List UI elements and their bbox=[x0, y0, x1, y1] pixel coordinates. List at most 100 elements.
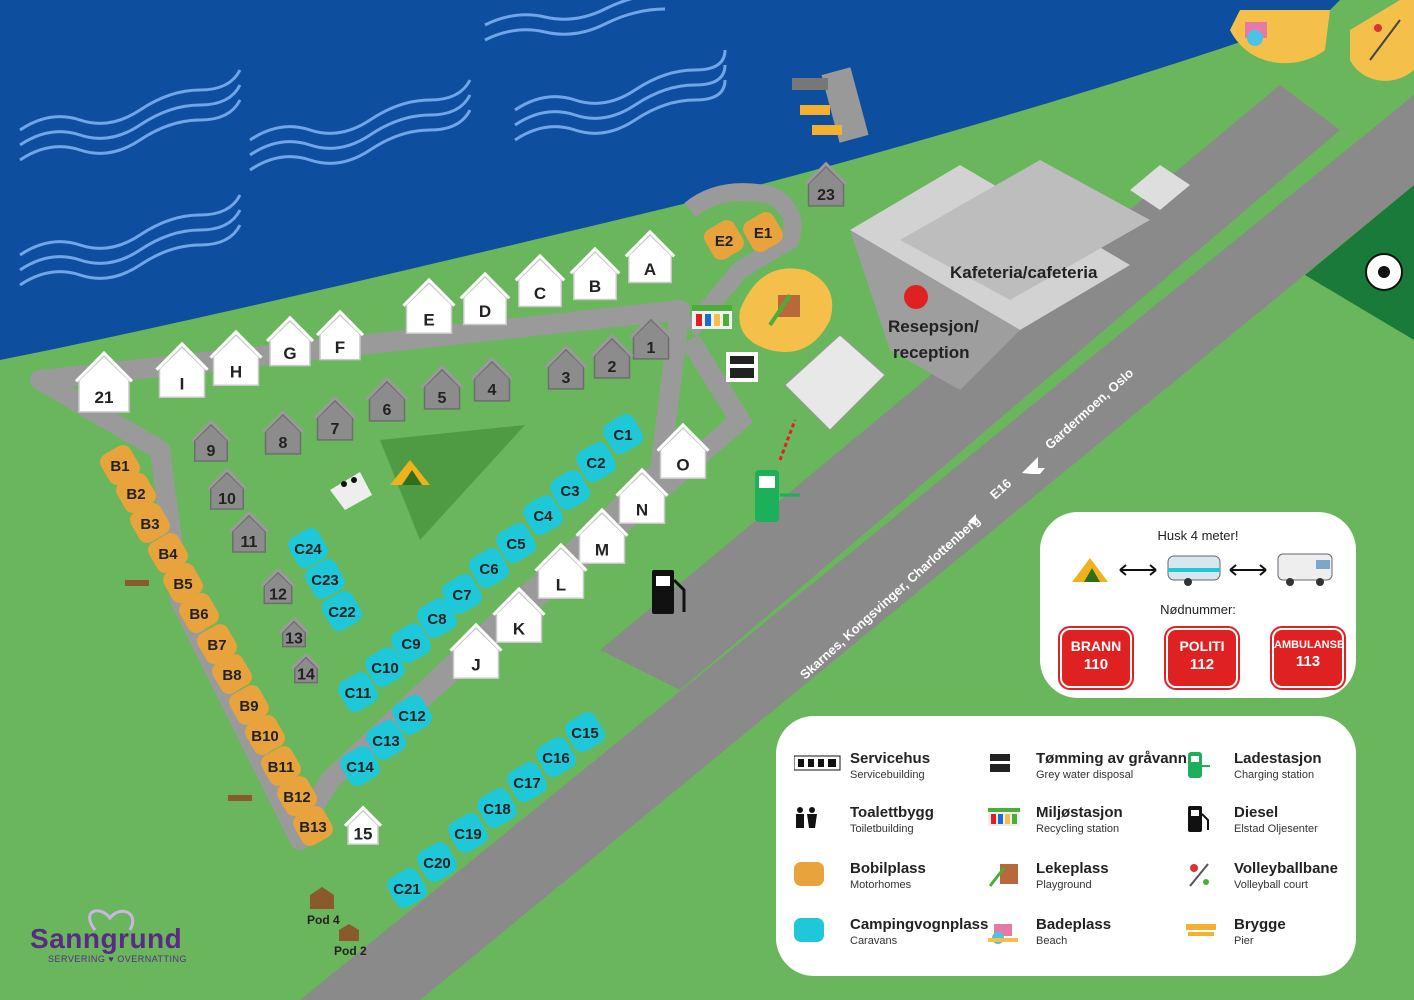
cabin-i[interactable]: I bbox=[155, 341, 209, 399]
pitch-c4[interactable]: C4 bbox=[520, 492, 566, 538]
pitch-c17[interactable]: C17 bbox=[504, 759, 550, 805]
cabin-label: L bbox=[556, 575, 566, 594]
pitch-c3[interactable]: C3 bbox=[547, 467, 593, 513]
legend-item-subtitle: Caravans bbox=[850, 935, 898, 947]
cabin-label: F bbox=[335, 338, 345, 357]
pitch-c23[interactable]: C23 bbox=[302, 556, 348, 602]
pitch-c16[interactable]: C16 bbox=[533, 734, 579, 780]
cabin-o[interactable]: O bbox=[656, 422, 710, 480]
pitch-e2[interactable]: E2 bbox=[701, 217, 747, 263]
pitch-b1[interactable]: B1 bbox=[97, 442, 143, 488]
cabin-label: N bbox=[636, 500, 648, 519]
toilet-icon bbox=[330, 472, 372, 510]
pitch-c7[interactable]: C7 bbox=[439, 571, 485, 617]
emergency-ambulance-number: 113 bbox=[1295, 653, 1321, 670]
pitch-c11[interactable]: C11 bbox=[335, 669, 381, 715]
cabin-11[interactable]: 11 bbox=[228, 510, 270, 553]
cabin-k[interactable]: K bbox=[492, 586, 546, 644]
emergency-fire-number: 110 bbox=[1083, 656, 1109, 673]
pitch-b4[interactable]: B4 bbox=[145, 530, 191, 576]
legend-item-title: Volleyballbane bbox=[1234, 860, 1338, 877]
cabin-13[interactable]: 13 bbox=[278, 616, 310, 648]
cabin-23[interactable]: 23 bbox=[804, 161, 848, 207]
pitch-b11[interactable]: B11 bbox=[258, 743, 304, 789]
cabin-8[interactable]: 8 bbox=[261, 409, 305, 455]
cabin-label: 9 bbox=[207, 443, 216, 460]
pitch-c5[interactable]: C5 bbox=[493, 520, 539, 566]
pitch-c8[interactable]: C8 bbox=[414, 595, 460, 641]
pitch-c9[interactable]: C9 bbox=[388, 620, 434, 666]
cabin-g[interactable]: G bbox=[265, 315, 315, 367]
pitch-c15[interactable]: C15 bbox=[562, 709, 608, 755]
pitch-c10[interactable]: C10 bbox=[362, 644, 408, 690]
pitch-c18[interactable]: C18 bbox=[474, 785, 520, 831]
cabin-n[interactable]: N bbox=[615, 467, 669, 525]
pitch-c24[interactable]: C24 bbox=[285, 525, 331, 571]
cabin-c[interactable]: C bbox=[514, 253, 566, 308]
pitch-b2[interactable]: B2 bbox=[113, 470, 159, 516]
cabin-b[interactable]: B bbox=[569, 246, 621, 301]
pitch-label: B1 bbox=[110, 458, 129, 475]
pitch-c19[interactable]: C19 bbox=[445, 810, 491, 856]
recycling-icon bbox=[692, 305, 732, 329]
pitch-e1[interactable]: E1 bbox=[740, 209, 786, 255]
pitch-c1[interactable]: C1 bbox=[600, 411, 646, 457]
pitch-c14[interactable]: C14 bbox=[337, 743, 383, 789]
pitch-c6[interactable]: C6 bbox=[466, 545, 512, 591]
cabin-7[interactable]: 7 bbox=[313, 395, 357, 441]
beach-icon bbox=[1245, 22, 1267, 46]
pitch-b10[interactable]: B10 bbox=[242, 712, 288, 758]
cabin-j[interactable]: J bbox=[449, 622, 503, 680]
cabin-6[interactable]: 6 bbox=[365, 376, 409, 422]
pitch-c21[interactable]: C21 bbox=[384, 865, 430, 911]
pitch-label: C15 bbox=[571, 725, 599, 742]
cabin-f[interactable]: F bbox=[315, 309, 365, 361]
pitch-b3[interactable]: B3 bbox=[127, 500, 173, 546]
cabin-h[interactable]: H bbox=[209, 329, 263, 387]
info-panel: Husk 4 meter! Nødnummer: BRANN 110 bbox=[1040, 512, 1356, 698]
cabin-10[interactable]: 10 bbox=[206, 467, 248, 510]
cabin-9[interactable]: 9 bbox=[190, 419, 232, 462]
cabin-1[interactable]: 1 bbox=[629, 314, 673, 360]
caravan-swatch-icon bbox=[794, 918, 842, 951]
pitch-b6[interactable]: B6 bbox=[176, 590, 222, 636]
pitch-c22[interactable]: C22 bbox=[319, 588, 365, 634]
pitch-label: C5 bbox=[506, 536, 525, 553]
cabin-label: 23 bbox=[817, 187, 835, 204]
pitch-b7[interactable]: B7 bbox=[194, 621, 240, 667]
pitch-b5[interactable]: B5 bbox=[160, 560, 206, 606]
cabin-2[interactable]: 2 bbox=[590, 333, 634, 379]
pitch-b8[interactable]: B8 bbox=[209, 651, 255, 697]
cabin-5[interactable]: 5 bbox=[420, 364, 464, 410]
cabin-3[interactable]: 3 bbox=[544, 344, 588, 390]
pod-2[interactable]: Pod 2 bbox=[334, 924, 367, 958]
distance-diagram bbox=[1072, 553, 1333, 586]
cabin-14[interactable]: 14 bbox=[290, 652, 322, 684]
pitch-b12[interactable]: B12 bbox=[274, 773, 320, 819]
cabin-4[interactable]: 4 bbox=[470, 356, 514, 402]
pitch-c12[interactable]: C12 bbox=[389, 692, 435, 738]
pod-4[interactable]: Pod 4 bbox=[307, 887, 340, 927]
cabin-l[interactable]: L bbox=[534, 542, 588, 600]
cabin-d[interactable]: D bbox=[459, 271, 511, 326]
pitch-label: B2 bbox=[126, 486, 145, 503]
pitch-b9[interactable]: B9 bbox=[226, 682, 272, 728]
pitches: B1B2B3B4B5B6B7B8B9B10B11B12B13E1E2C1C2C3… bbox=[97, 209, 786, 911]
playground-icon bbox=[768, 293, 800, 327]
legend-item-subtitle: Grey water disposal bbox=[1036, 769, 1134, 781]
reception-marker bbox=[904, 285, 928, 309]
pitch-c2[interactable]: C2 bbox=[573, 439, 619, 485]
cabin-e[interactable]: E bbox=[402, 277, 456, 335]
cabin-15[interactable]: 15 bbox=[343, 805, 383, 845]
cabin-21[interactable]: 21 bbox=[74, 350, 134, 413]
cabin-a[interactable]: A bbox=[624, 229, 676, 284]
cabin-label: E bbox=[423, 310, 434, 329]
cabin-12[interactable]: 12 bbox=[260, 567, 296, 605]
cabin-m[interactable]: M bbox=[575, 507, 629, 565]
pitch-b13[interactable]: B13 bbox=[290, 803, 336, 849]
service-building bbox=[784, 334, 886, 431]
pitch-c13[interactable]: C13 bbox=[363, 717, 409, 763]
pitch-c20[interactable]: C20 bbox=[414, 839, 460, 885]
